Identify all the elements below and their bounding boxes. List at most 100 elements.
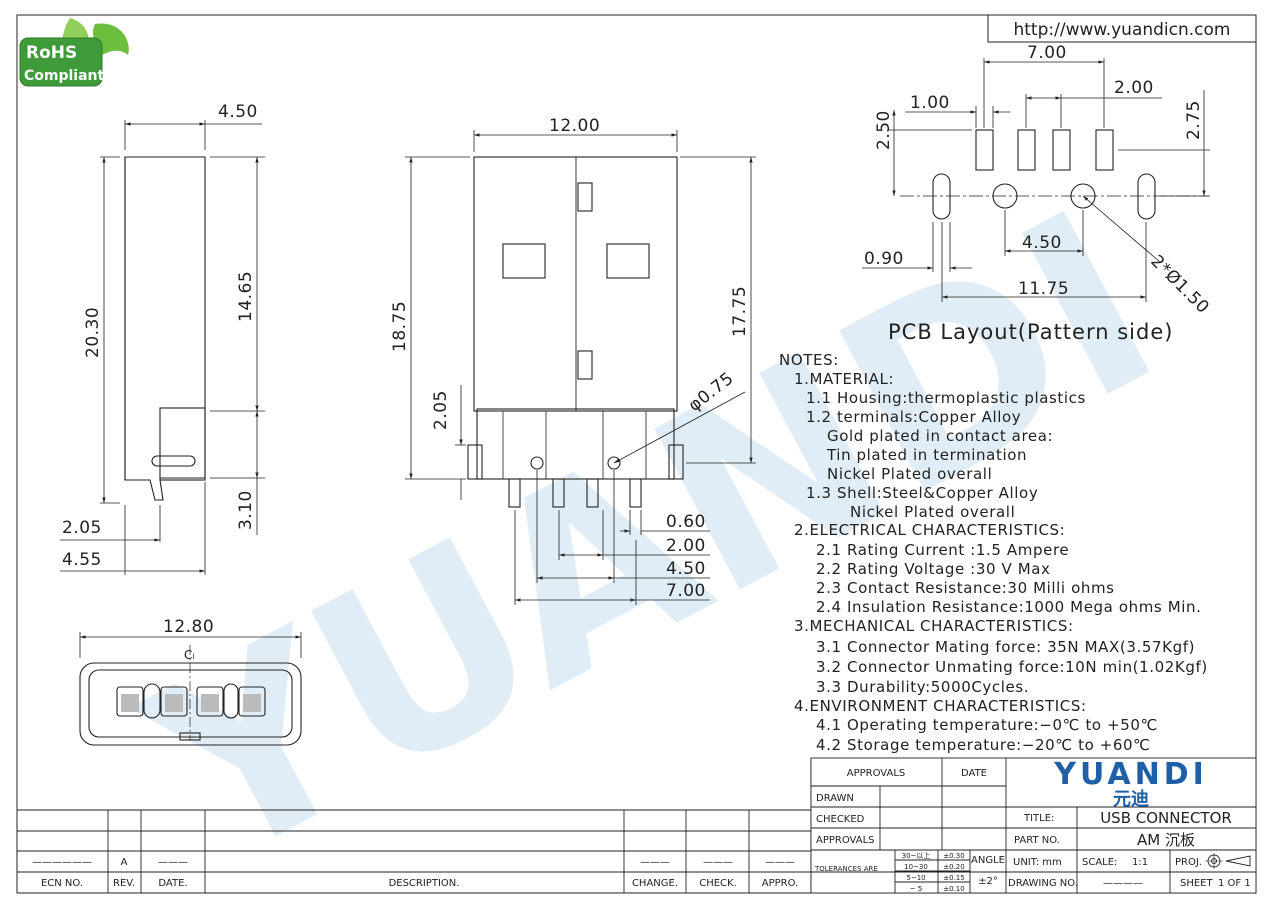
side-view	[60, 120, 265, 575]
side-dim-top: 4.50	[218, 102, 258, 122]
pcb-pad-3	[1052, 129, 1071, 171]
rev-header-check: CHECK.	[699, 878, 737, 889]
front-latch-bottom	[577, 350, 593, 380]
tb-sheet-val: 1 OF 1	[1218, 878, 1251, 889]
note-line: Gold plated in contact area:	[827, 427, 1053, 445]
revision-headers: ECN NO. REV. DATE. DESCRIPTION. CHANGE. …	[32, 857, 798, 889]
rev-row-change: ———	[640, 857, 670, 868]
front-pin-dim-4: 7.00	[666, 581, 706, 601]
rohs-text: RoHS	[26, 43, 77, 63]
tb-part-label: PART NO.	[1014, 835, 1060, 846]
pcb-dim-7: 7.00	[1027, 43, 1067, 63]
front-peg-right	[607, 456, 621, 470]
title-block	[810, 757, 1257, 894]
front-pin-3	[586, 478, 599, 508]
note-line: 4.2 Storage temperature:−20℃ to +60℃	[816, 736, 1151, 754]
pcb-dim-1175: 11.75	[1018, 279, 1069, 299]
front-pin-2	[552, 478, 565, 508]
rohs-logo: RoHS Compliant	[19, 18, 129, 87]
front-window-left	[502, 243, 546, 279]
notes-heading: NOTES:	[779, 351, 839, 369]
end-centerline-label: Cₗ	[184, 648, 194, 662]
tb-tolerances: TOLERANCES ARE	[814, 865, 878, 873]
rev-header-ecn: ECN NO.	[41, 878, 83, 889]
tb-drawn: DRAWN	[816, 793, 854, 804]
tb-approvals2: APPROVALS	[816, 835, 875, 846]
front-pin-4	[629, 478, 642, 508]
side-dim-b: 4.55	[62, 550, 102, 570]
rev-row-date: ———	[158, 857, 188, 868]
note-line: 1.2 terminals:Copper Alloy	[806, 408, 1021, 426]
note-line: 3.1 Connector Mating force: 35N MAX(3.57…	[816, 638, 1195, 656]
rev-header-date: DATE.	[158, 878, 187, 889]
tb-logo-en: YUANDI	[1053, 757, 1208, 792]
side-dim-total: 20.30	[83, 307, 103, 358]
rev-header-desc: DESCRIPTION.	[389, 878, 460, 889]
rev-row-ecn: ——————	[32, 857, 92, 868]
pcb-dim-450: 4.50	[1022, 233, 1062, 253]
front-dim-small: 2.05	[431, 390, 451, 430]
tb-part-value: AM 沉板	[1137, 831, 1195, 849]
note-line: Nickel Plated overall	[827, 465, 992, 483]
end-contact-2	[160, 686, 188, 717]
pcb-layout	[862, 58, 1210, 302]
note-line: 4.ENVIRONMENT CHARACTERISTICS:	[794, 697, 1087, 715]
front-dim-height: 18.75	[390, 301, 410, 352]
end-dim-width: 12.80	[163, 617, 214, 637]
tb-angle: ANGLE	[971, 855, 1005, 866]
tb-tol-range: ~ 5	[910, 885, 923, 893]
pcb-dim-1: 1.00	[910, 93, 950, 113]
tb-scale-label: SCALE:	[1082, 857, 1117, 868]
front-tab-right	[668, 444, 684, 480]
front-tab-left	[467, 444, 483, 480]
side-latch	[159, 407, 206, 481]
url-text: http://www.yuandicn.com	[1013, 20, 1230, 40]
sheet-border	[16, 14, 1257, 894]
note-line: 2.2 Rating Voltage :30 V Max	[816, 560, 1051, 578]
tb-unit: UNIT: mm	[1013, 857, 1062, 868]
side-latch-tab	[151, 455, 196, 467]
side-dim-lower: 3.10	[236, 490, 256, 530]
note-line: 2.1 Rating Current :1.5 Ampere	[816, 541, 1069, 559]
tb-tol-range: 5~10	[906, 874, 925, 882]
front-dim-height2: 17.75	[730, 286, 750, 337]
rev-header-rev: REV.	[113, 878, 135, 889]
pcb-dim-hole: 2*Ø1.50	[1146, 251, 1213, 318]
pcb-dim-2: 2.00	[1114, 78, 1154, 98]
pcb-title: PCB Layout(Pattern side)	[888, 320, 1173, 344]
front-base	[476, 408, 675, 480]
tb-tol-value: ±0.30	[943, 852, 964, 860]
note-line: 2.3 Contact Resistance:30 Milli ohms	[816, 579, 1115, 597]
end-outer	[79, 662, 302, 746]
front-peg-left	[530, 456, 544, 470]
tb-angle-val: ±2°	[978, 876, 998, 887]
rev-row-check: ———	[703, 857, 733, 868]
tb-tol-range: 10~30	[904, 863, 928, 871]
tb-checked: CHECKED	[816, 814, 865, 825]
notes: NOTES: 1.MATERIAL: 1.1 Housing:thermopla…	[779, 351, 1207, 754]
note-line: 1.MATERIAL:	[794, 370, 894, 388]
front-latch-top	[577, 182, 593, 212]
rev-header-appro: APPRO.	[762, 878, 799, 889]
end-contact-1	[116, 686, 144, 717]
pcb-slot-right	[1137, 173, 1156, 220]
tb-drawing-val: ————	[1103, 878, 1143, 889]
tb-tol-value: ±0.20	[943, 863, 964, 871]
end-view	[79, 632, 302, 746]
front-view	[405, 130, 756, 605]
pcb-dim-250: 2.50	[874, 110, 894, 150]
pcb-dim-275: 2.75	[1184, 100, 1204, 140]
side-dim-a: 2.05	[62, 518, 102, 538]
note-line: 2.ELECTRICAL CHARACTERISTICS:	[794, 521, 1065, 539]
rev-header-change: CHANGE.	[632, 878, 678, 889]
tb-logo-cn: 元迪	[1113, 789, 1149, 810]
front-shell	[473, 156, 678, 412]
pcb-slot-left	[932, 173, 951, 220]
front-pin-dim-1: 0.60	[666, 512, 706, 532]
tb-tol-value: ±0.15	[943, 874, 964, 882]
tb-title-value: USB CONNECTOR	[1100, 809, 1232, 827]
end-divider-2	[223, 683, 239, 719]
note-line: 3.3 Durability:5000Cycles.	[816, 678, 1029, 696]
